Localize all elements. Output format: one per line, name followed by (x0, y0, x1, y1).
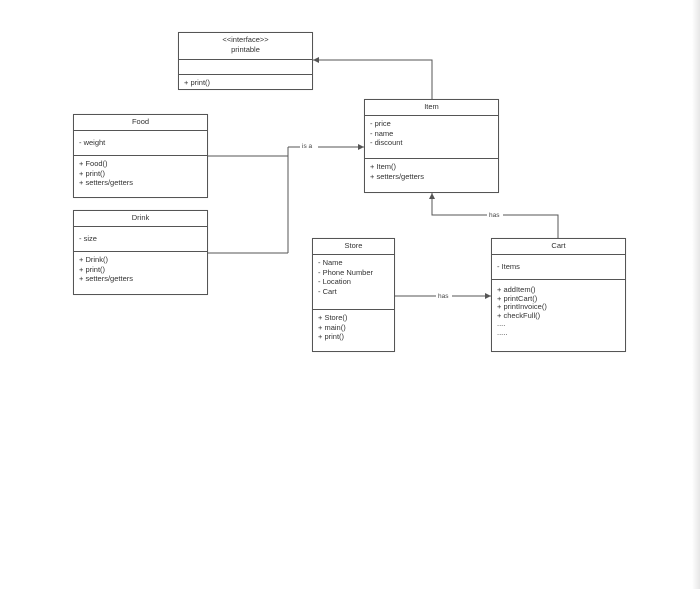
food-header: Food (74, 115, 207, 131)
cart-attribute: - Items (497, 262, 520, 271)
food-methods: + Food() + print() + setters/getters (74, 156, 207, 191)
store-attributes: - Name - Phone Number - Location - Cart (313, 255, 394, 310)
item-attribute: - price (370, 119, 391, 128)
cart-attributes: - Items (492, 255, 625, 280)
printable-methods: + print() (179, 75, 312, 91)
cart-method: + printCart() (497, 293, 538, 303)
printable-interface-box: <<interface>> printable + print() (178, 32, 313, 90)
cart-arrowhead-has (485, 293, 491, 299)
drink-attributes: - size (74, 227, 207, 252)
drink-method: + print() (79, 264, 106, 274)
cart-method: ..... (497, 327, 508, 337)
item-implements-printable-line (313, 59, 433, 99)
store-method: + Store() (318, 313, 348, 322)
drink-method: + setters/getters (79, 274, 133, 283)
page-edge-shadow (692, 0, 700, 589)
item-methods: + Item() + setters/getters (365, 159, 498, 184)
cart-method: .... (497, 319, 506, 328)
item-class-box: Item - price - name - discount + Item() … (364, 99, 499, 193)
food-attribute: - weight (79, 138, 106, 147)
item-cart-has-label: has (489, 212, 500, 219)
printable-header: <<interface>> printable (179, 33, 312, 60)
drink-class-box: Drink - size + Drink() + print() + sette… (73, 210, 208, 295)
item-method: + Item() (370, 162, 397, 171)
printable-stereotype: <<interface>> (222, 35, 269, 44)
cart-header: Cart (492, 239, 625, 255)
store-methods: + Store() + main() + print() (313, 310, 394, 345)
printable-name: printable (231, 44, 260, 54)
item-method: + setters/getters (370, 171, 424, 181)
food-method: + setters/getters (79, 178, 133, 187)
item-attribute: - discount (370, 138, 403, 147)
drink-method: + Drink() (79, 255, 108, 264)
food-class-box: Food - weight + Food() + print() + sette… (73, 114, 208, 198)
item-arrowhead-has (429, 193, 435, 199)
cart-method: + addItem() (497, 285, 536, 294)
store-attribute: - Phone Number (318, 267, 374, 277)
store-method: + print() (318, 332, 345, 341)
cart-method: + printInvoice() (497, 302, 547, 311)
printable-method: + print() (184, 78, 211, 87)
drink-header: Drink (74, 211, 207, 227)
printable-arrowhead (313, 57, 319, 63)
food-method: + Food() (79, 159, 108, 168)
store-method: + main() (318, 322, 346, 332)
printable-attributes (179, 60, 312, 75)
food-attributes: - weight (74, 131, 207, 156)
item-attribute: - name (370, 128, 394, 138)
item-attributes: - price - name - discount (365, 116, 498, 159)
cart-methods: + addItem() + printCart() + printInvoice… (492, 280, 625, 340)
item-arrowhead-is-a (358, 144, 364, 150)
food-method: + print() (79, 168, 106, 178)
drink-methods: + Drink() + print() + setters/getters (74, 252, 207, 287)
cart-class-box: Cart - Items + addItem() + printCart() +… (491, 238, 626, 352)
store-attribute: - Cart (318, 286, 337, 296)
store-attribute: - Name (318, 258, 343, 267)
drink-attribute: - size (79, 234, 97, 243)
cart-method: + checkFull() (497, 310, 541, 320)
store-cart-has-label: has (438, 293, 449, 300)
store-header: Store (313, 239, 394, 255)
item-header: Item (365, 100, 498, 116)
store-attribute: - Location (318, 277, 351, 286)
store-class-box: Store - Name - Phone Number - Location -… (312, 238, 395, 352)
is-a-label: is a (302, 143, 313, 150)
